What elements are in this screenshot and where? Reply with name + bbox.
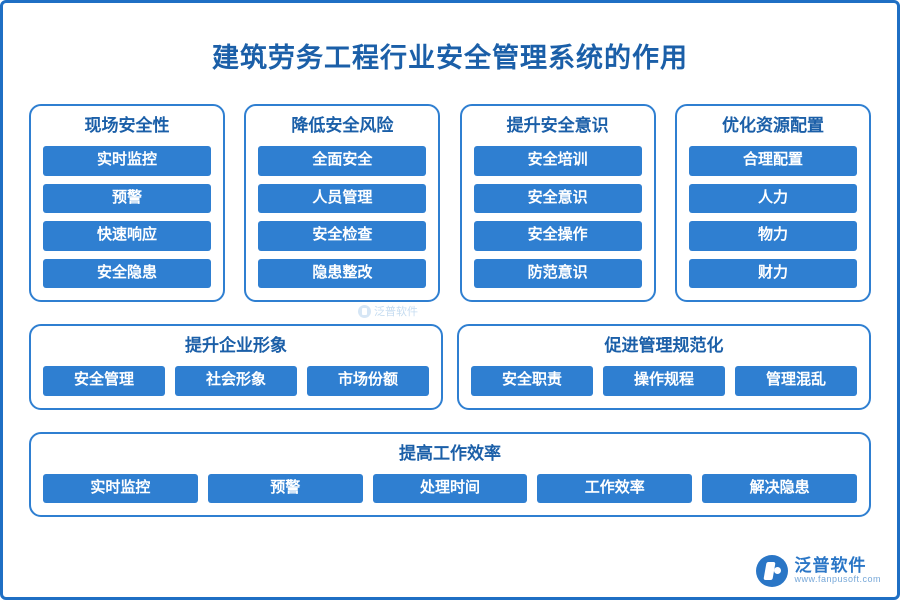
chip-item[interactable]: 解决隐患 bbox=[702, 473, 857, 504]
chip-item[interactable]: 工作效率 bbox=[537, 473, 693, 504]
chips-row: 实时监控 预警 处理时间 工作效率 解决隐患 bbox=[43, 473, 857, 504]
chip-item[interactable]: 人员管理 bbox=[258, 183, 427, 214]
group-safety-awareness: 提升安全意识 安全培训 安全意识 安全操作 防范意识 bbox=[459, 104, 656, 303]
group-title: 提升安全意识 bbox=[506, 116, 609, 135]
watermark-logo-icon bbox=[358, 304, 371, 318]
chip-item[interactable]: 安全检查 bbox=[258, 221, 427, 251]
page-title: 建筑劳务工程行业安全管理系统的作用 bbox=[212, 43, 688, 73]
brand-watermark: 泛普软件 www.fanpusoft.com bbox=[756, 555, 881, 587]
group-title: 提升企业形象 bbox=[185, 336, 287, 356]
chip-item[interactable]: 管理混乱 bbox=[735, 366, 857, 396]
group-title: 促进管理规范化 bbox=[604, 336, 724, 356]
chip-item[interactable]: 预警 bbox=[207, 473, 363, 504]
center-watermark: 泛普软件 bbox=[358, 303, 418, 319]
brand-name-cn: 泛普软件 bbox=[794, 556, 867, 576]
chip-item[interactable]: 操作规程 bbox=[603, 366, 725, 396]
chip-item[interactable]: 市场份额 bbox=[307, 366, 429, 396]
chip-item[interactable]: 预警 bbox=[43, 183, 211, 214]
group-work-efficiency: 提高工作效率 实时监控 预警 处理时间 工作效率 解决隐患 bbox=[29, 431, 871, 518]
chip-item[interactable]: 合理配置 bbox=[688, 146, 857, 176]
mid-groups-row: 提升企业形象 安全管理 社会形象 市场份额 促进管理规范化 安全职责 操作规程 … bbox=[3, 324, 897, 410]
chip-item[interactable]: 防范意识 bbox=[473, 258, 642, 289]
brand-logo-icon bbox=[756, 555, 789, 587]
chip-item[interactable]: 安全职责 bbox=[471, 366, 593, 396]
chip-item[interactable]: 人力 bbox=[688, 183, 857, 214]
chip-item[interactable]: 实时监控 bbox=[43, 473, 198, 504]
chip-item[interactable]: 安全隐患 bbox=[43, 258, 211, 289]
group-title: 提高工作效率 bbox=[399, 443, 501, 463]
chips-row: 安全职责 操作规程 管理混乱 bbox=[471, 366, 857, 396]
chip-item[interactable]: 全面安全 bbox=[258, 146, 427, 176]
chip-item[interactable]: 实时监控 bbox=[43, 146, 211, 176]
top-groups-row: 现场安全性 实时监控 预警 快速响应 安全隐患 降低安全风险 全面安全 人员管理… bbox=[3, 104, 897, 303]
brand-text: 泛普软件 www.fanpusoft.com bbox=[794, 557, 881, 584]
group-title: 现场安全性 bbox=[84, 116, 170, 135]
group-management-standardization: 促进管理规范化 安全职责 操作规程 管理混乱 bbox=[457, 324, 871, 410]
chip-item[interactable]: 安全操作 bbox=[473, 221, 642, 251]
group-title: 优化资源配置 bbox=[721, 116, 824, 135]
chip-item[interactable]: 物力 bbox=[688, 221, 857, 251]
chip-item[interactable]: 社会形象 bbox=[175, 366, 297, 396]
group-resource-allocation: 优化资源配置 合理配置 人力 物力 财力 bbox=[674, 104, 871, 303]
group-corporate-image: 提升企业形象 安全管理 社会形象 市场份额 bbox=[29, 324, 443, 410]
center-watermark-text: 泛普软件 bbox=[374, 306, 418, 318]
chip-item[interactable]: 隐患整改 bbox=[258, 258, 427, 289]
bottom-group-row: 提高工作效率 实时监控 预警 处理时间 工作效率 解决隐患 bbox=[3, 431, 897, 518]
chip-item[interactable]: 快速响应 bbox=[43, 221, 211, 251]
chip-item[interactable]: 安全管理 bbox=[43, 366, 165, 396]
chip-item[interactable]: 财力 bbox=[688, 258, 857, 289]
chip-item[interactable]: 安全培训 bbox=[473, 146, 642, 176]
group-reduce-risk: 降低安全风险 全面安全 人员管理 安全检查 隐患整改 bbox=[244, 104, 441, 303]
chip-item[interactable]: 处理时间 bbox=[372, 473, 528, 504]
group-site-safety: 现场安全性 实时监控 预警 快速响应 安全隐患 bbox=[29, 104, 225, 303]
chips-row: 安全管理 社会形象 市场份额 bbox=[43, 366, 429, 396]
brand-url: www.fanpusoft.com bbox=[794, 574, 881, 585]
group-title: 降低安全风险 bbox=[291, 116, 394, 135]
chip-item[interactable]: 安全意识 bbox=[473, 183, 642, 214]
